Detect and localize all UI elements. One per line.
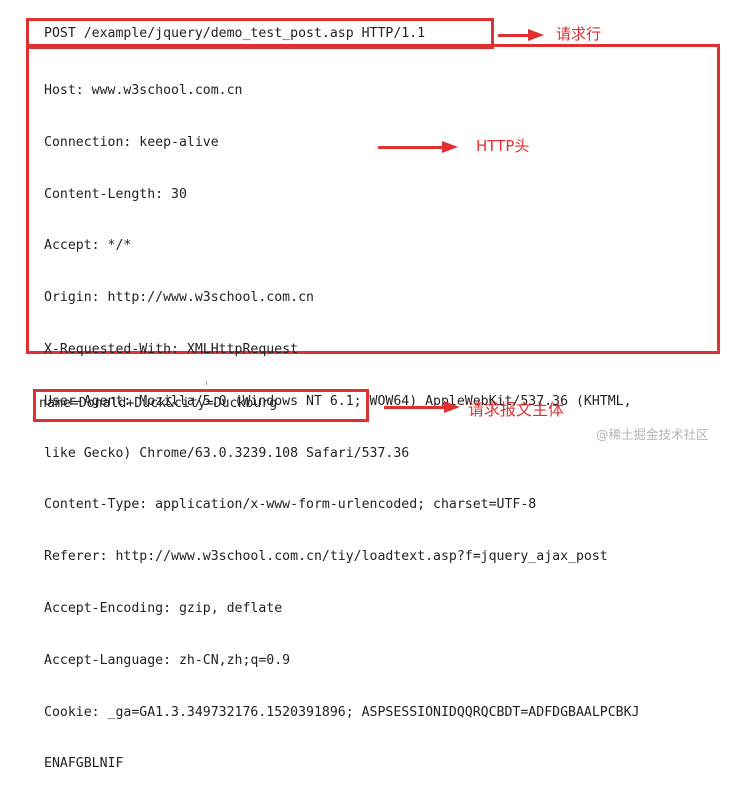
header-line: ENAFGBLNIF <box>44 756 124 772</box>
header-line: Content-Type: application/x-www-form-url… <box>44 497 537 513</box>
request-line-text: POST /example/jquery/demo_test_post.asp … <box>44 26 426 41</box>
header-line: like Gecko) Chrome/63.0.3239.108 Safari/… <box>44 445 410 461</box>
header-line: Cookie: _ga=GA1.3.349732176.1520391896; … <box>44 704 640 720</box>
header-line: Connection: keep-alive <box>44 134 219 150</box>
header-line: User-Agent: Mozilla/5.0 (Windows NT 6.1;… <box>44 393 632 409</box>
header-line: Referer: http://www.w3school.com.cn/tiy/… <box>44 549 608 565</box>
watermark: @稀土掘金技术社区 <box>596 427 709 442</box>
request-body-label: 请求报文主体 <box>468 400 565 419</box>
header-line: Origin: http://www.w3school.com.cn <box>44 290 314 306</box>
header-line: Host: www.w3school.com.cn <box>44 83 243 98</box>
request-line-box <box>26 18 494 49</box>
header-line: Accept-Encoding: gzip, deflate <box>44 600 283 616</box>
stray-tick-mark <box>206 381 207 385</box>
headers-label: HTTP头 <box>476 137 530 155</box>
headers-box <box>26 44 720 354</box>
request-body-box <box>33 389 369 422</box>
header-line: Accept: */* <box>44 238 132 254</box>
arrow-right-icon <box>498 29 544 41</box>
header-line: X-Requested-With: XMLHttpRequest <box>44 341 299 357</box>
request-body-text: name=Donald+Duck&city=Duckburg <box>39 396 278 411</box>
header-line: Accept-Language: zh-CN,zh;q=0.9 <box>44 652 291 668</box>
arrow-right-icon <box>378 141 458 153</box>
request-line-label: 请求行 <box>556 25 602 43</box>
arrow-right-icon <box>384 401 460 413</box>
header-line: Content-Length: 30 <box>44 186 187 202</box>
